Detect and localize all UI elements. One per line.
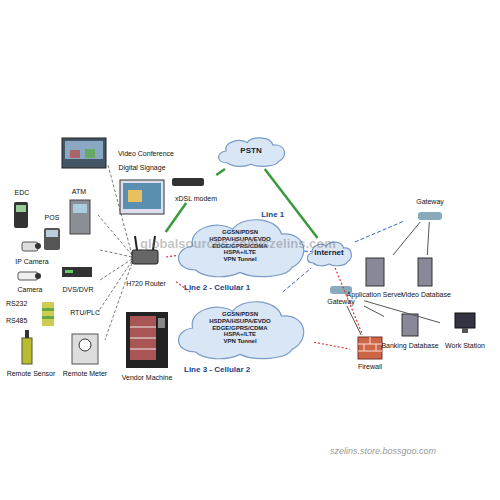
- line-label: Line 2 - Cellular 1: [184, 283, 250, 292]
- atm-machine: [70, 200, 90, 234]
- node-label: xDSL modem: [175, 195, 217, 203]
- device-node: Digital Signage: [108, 164, 176, 218]
- server-node: Application Server: [346, 255, 404, 299]
- node-label: Gateway: [327, 298, 355, 306]
- device-node: Camera: [8, 268, 52, 294]
- watermark: globalsources.com/szelins.com: [140, 236, 336, 251]
- cloud-label: GGSN/PDSN: [222, 229, 258, 236]
- cloud-label: HSDPA/HSUPA/EVDO: [209, 318, 270, 325]
- rtu-plc-device: [42, 302, 54, 326]
- firewall-node: Firewall: [350, 335, 390, 371]
- pos-terminal: [44, 228, 60, 250]
- node-label: EDC: [15, 189, 30, 197]
- cloud-label: GGSN/PDSN: [222, 311, 258, 318]
- network-link: [166, 256, 176, 257]
- vendor-machine-icon: [126, 312, 168, 368]
- device-node: RTU/PLC: [40, 298, 100, 328]
- signal-name: RS485: [6, 317, 27, 324]
- node-label: Firewall: [358, 363, 382, 371]
- node-label: Application Server: [347, 291, 404, 299]
- gateway-node: Gateway: [404, 198, 456, 222]
- line-label: Line 1: [261, 210, 284, 219]
- firewall-icon: [358, 337, 382, 359]
- network-link: [427, 222, 429, 255]
- device-node: Remote Sensor: [2, 328, 60, 378]
- device-node: EDC: [6, 189, 38, 231]
- network-link: [364, 306, 384, 316]
- camera-icon: [18, 272, 41, 280]
- node-label: Remote Sensor: [7, 370, 56, 378]
- network-link: [216, 169, 225, 175]
- node-label: Video Database: [401, 291, 451, 299]
- node-label: ATM: [72, 188, 86, 196]
- device-node: Remote Meter: [56, 330, 114, 378]
- ip-camera-icon: [22, 242, 41, 251]
- node-label: Digital Signage: [118, 164, 165, 172]
- node-label: Vendor Machine: [122, 374, 173, 382]
- node-label: Work Station: [445, 342, 485, 350]
- network-link: [166, 203, 186, 232]
- digital-signage-image: [120, 180, 164, 214]
- cloud-label: EDGE/GPRS/CDMA: [212, 325, 267, 332]
- workstation-node: Work Station: [440, 310, 490, 350]
- cloud-label: VPN Tunnel: [223, 256, 256, 263]
- node-label: DVS/DVR: [62, 286, 93, 294]
- device-node: IP Camera: [8, 238, 56, 266]
- node-label: Remote Meter: [63, 370, 107, 378]
- remote-meter-icon: [72, 334, 98, 364]
- remote-sensor-icon: [22, 330, 32, 364]
- edc-terminal: [14, 202, 28, 228]
- node-label: Video Conference: [118, 150, 174, 158]
- modem-icon: [172, 178, 204, 186]
- cloud-label: PSTN: [240, 146, 261, 155]
- line-label: Line 3 - Cellular 2: [184, 365, 250, 374]
- signal-name: RS232: [6, 300, 27, 307]
- node-label: IP Camera: [15, 258, 48, 266]
- workstation-icon: [455, 313, 475, 333]
- device-node: Vendor Machine: [112, 310, 182, 382]
- node-label: RTU/PLC: [70, 309, 100, 317]
- server-node: Video Database: [400, 255, 452, 299]
- network-link: [393, 222, 420, 255]
- node-label: POS: [45, 214, 60, 222]
- cloud-node: GGSN/PDSNHSDPA/HSUPA/EVDOEDGE/GPRS/CDMAH…: [166, 292, 314, 364]
- dvr-box: [62, 267, 92, 277]
- cloud-node: PSTN: [212, 133, 290, 169]
- watermark: szelins.store.bossgoo.com: [330, 446, 436, 456]
- network-link: [355, 221, 404, 242]
- node-label: Camera: [18, 286, 43, 294]
- network-link: [314, 342, 350, 349]
- cloud-label: HSPA+/LTE: [224, 331, 256, 338]
- node-label: Banking Database: [381, 342, 438, 350]
- network-link: [347, 306, 361, 335]
- node-label: Gateway: [416, 198, 444, 206]
- device-node: ATM: [62, 188, 96, 236]
- device-node: DVS/DVR: [54, 262, 102, 294]
- video-conference-image: [62, 138, 106, 168]
- server-node: Banking Database: [384, 310, 436, 350]
- device-node: POS: [36, 214, 68, 252]
- node-label: H720 Router: [126, 280, 166, 288]
- cloud-label: VPN Tunnel: [223, 338, 256, 345]
- modem-node: xDSL modem: [166, 175, 226, 203]
- network-link: [364, 301, 440, 323]
